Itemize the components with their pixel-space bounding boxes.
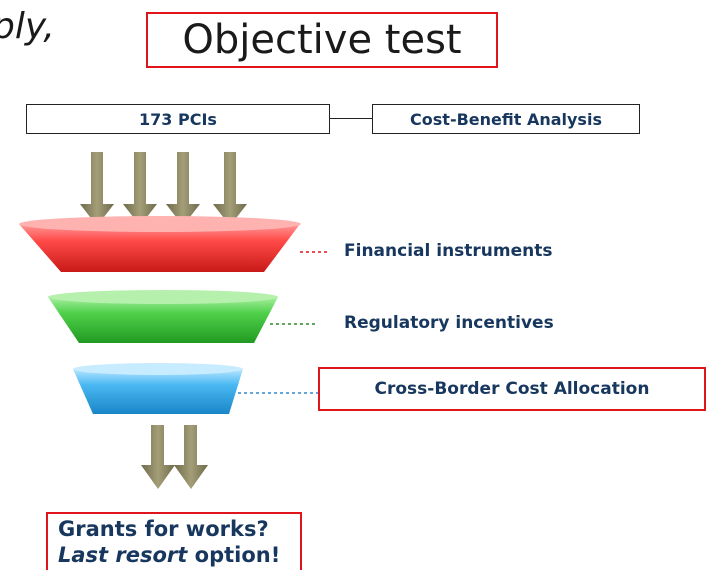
arrow-down-icon	[166, 152, 200, 226]
cross-border-cost-allocation-box: Cross-Border Cost Allocation	[318, 367, 706, 411]
grants-line-2: Last resort option!	[58, 542, 300, 568]
grants-box: Grants for works? Last resort option!	[46, 512, 302, 570]
objective-test-title: Objective test	[146, 12, 498, 68]
funnel-layer-red	[19, 216, 301, 272]
funnel-layer-blue	[73, 363, 243, 414]
arrow-down-icon	[174, 425, 208, 489]
arrow-down-icon	[141, 425, 175, 489]
arrow-down-icon	[80, 152, 114, 226]
cost-benefit-analysis-box: Cost-Benefit Analysis	[372, 104, 640, 134]
pcis-box: 173 PCIs	[26, 104, 330, 134]
funnel-layer-green	[48, 290, 278, 343]
grants-line-1: Grants for works?	[58, 517, 269, 541]
option-text: option!	[187, 543, 281, 567]
output-arrows	[141, 425, 208, 489]
arrow-down-icon	[213, 152, 247, 226]
financial-instruments-label: Financial instruments	[344, 241, 553, 261]
connector-line	[330, 118, 372, 119]
regulatory-incentives-label: Regulatory incentives	[344, 313, 554, 333]
cross-border-cost-allocation-label: Cross-Border Cost Allocation	[374, 379, 650, 399]
arrow-down-icon	[123, 152, 157, 226]
last-resort-text: Last resort	[58, 543, 188, 567]
cut-off-text: ply,	[0, 6, 55, 47]
input-arrows	[80, 152, 247, 226]
